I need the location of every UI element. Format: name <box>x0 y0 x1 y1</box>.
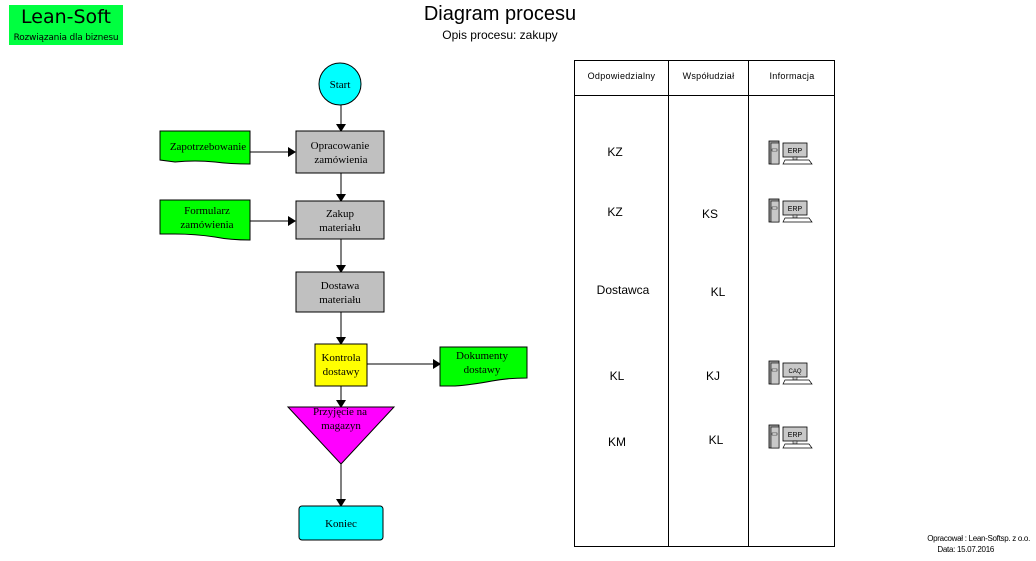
process-label-line1: Kontrola <box>321 352 360 364</box>
svg-text:CAQ: CAQ <box>788 369 801 375</box>
row2-responsible: KZ <box>607 205 623 219</box>
row4-participant: KJ <box>705 369 720 383</box>
document-shape <box>159 199 251 241</box>
erp-computer-icon: ERP <box>768 198 813 223</box>
process-kontrola[interactable]: Kontrola dostawy <box>314 343 368 387</box>
process-dostawa[interactable]: Dostawa materiału <box>295 271 385 313</box>
caq-computer-icon: CAQ <box>768 360 813 385</box>
logo-subtitle: Rozwiązania dla biznesu <box>13 33 119 43</box>
process-label-line2: dostawy <box>323 366 360 378</box>
document-shape <box>439 346 528 387</box>
svg-text:ERP: ERP <box>788 432 803 439</box>
row3-participant: KL <box>710 285 726 299</box>
process-label-line2: zamówienia <box>314 154 367 166</box>
document-formularz[interactable]: Formularz zamówienia <box>159 199 251 241</box>
document-label-line2: zamówienia <box>180 219 233 231</box>
control-box <box>314 343 368 387</box>
process-zakup[interactable]: Zakup materiału <box>295 200 385 240</box>
process-label-line2: materiału <box>319 222 361 234</box>
process-box <box>295 271 385 313</box>
responsibility-table: Odpowiedzialny Współudział Informacja KZ… <box>574 60 835 547</box>
storage-przyjecie[interactable]: Przyjęcie na magazyn <box>286 406 396 465</box>
column-divider <box>748 61 749 546</box>
erp-computer-icon: ERP <box>768 140 813 165</box>
start-label: Start <box>330 79 351 91</box>
erp-computer-icon: ERP <box>768 424 813 449</box>
process-label-line1: Przyjęcie na <box>313 406 367 418</box>
start-circle <box>318 62 362 106</box>
process-box <box>295 130 385 174</box>
column-divider <box>668 61 669 546</box>
document-label-line1: Zapotrzebowanie <box>170 141 246 153</box>
footer-date: Data: 15.07.2016 <box>937 545 994 554</box>
process-box <box>295 200 385 240</box>
process-label-line2: magazyn <box>321 420 361 432</box>
storage-triangle <box>286 406 396 465</box>
document-zapotrzebowanie[interactable]: Zapotrzebowanie <box>159 130 251 165</box>
process-opracowanie[interactable]: Opracowanie zamówienia <box>295 130 385 174</box>
process-label-line1: Dostawa <box>321 280 360 292</box>
end-node[interactable]: Koniec <box>298 505 384 541</box>
header-divider <box>575 95 834 96</box>
row4-responsible: KL <box>609 369 625 383</box>
logo-title: Lean-Soft <box>21 6 111 28</box>
document-label-line1: Dokumenty <box>456 350 508 362</box>
footer-author: Opracował : Lean-Softsp. z o.o. <box>927 534 1030 543</box>
row3-responsible: Dostawca <box>596 283 650 297</box>
document-dokumenty[interactable]: Dokumenty dostawy <box>439 346 528 387</box>
process-flowchart: Start Opracowanie zamówienia Zakup mater… <box>159 62 528 541</box>
end-box <box>298 505 384 541</box>
footer-info: Opracował : Lean-Softsp. z o.o. Data: 15… <box>927 533 1030 555</box>
document-shape <box>159 130 251 165</box>
header-odpowiedzialny: Odpowiedzialny <box>587 71 656 81</box>
connectors <box>250 105 441 507</box>
header-informacja: Informacja <box>769 71 815 81</box>
row1-responsible: KZ <box>607 145 623 159</box>
row5-participant: KL <box>708 433 724 447</box>
page-subtitle: Opis procesu: zakupy <box>442 28 558 42</box>
svg-text:ERP: ERP <box>788 148 803 155</box>
process-label-line1: Opracowanie <box>311 140 370 152</box>
company-logo: Lean-Soft Rozwiązania dla biznesu <box>9 5 123 45</box>
page-title: Diagram procesu <box>423 3 577 25</box>
document-label-line2: dostawy <box>464 364 501 376</box>
start-node[interactable]: Start <box>318 62 362 106</box>
end-label: Koniec <box>325 518 357 530</box>
document-label-line1: Formularz <box>184 205 230 217</box>
row2-participant: KS <box>701 207 718 221</box>
svg-text:ERP: ERP <box>788 206 803 213</box>
process-label-line2: materiału <box>319 294 361 306</box>
process-label-line1: Zakup <box>326 208 355 220</box>
row5-responsible: KM <box>608 435 626 449</box>
header-wspoludzial: Współudział <box>682 71 735 81</box>
